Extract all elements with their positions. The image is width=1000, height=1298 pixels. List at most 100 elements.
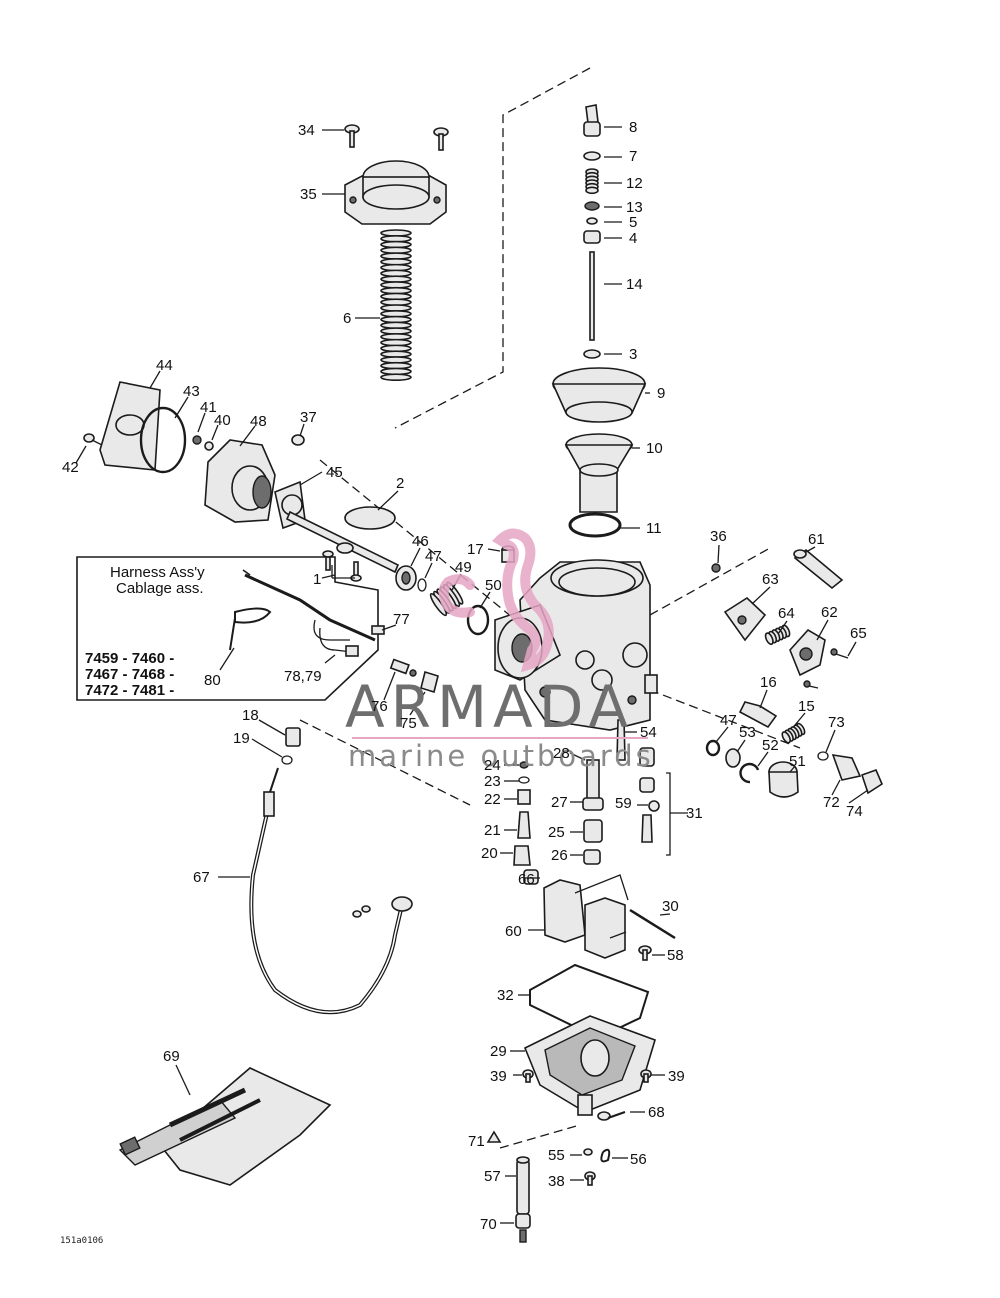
callout-43: 43 [183, 383, 200, 400]
callout-labels: 34 35 6 8 7 12 13 5 4 14 3 9 10 11 44 43… [62, 119, 867, 1233]
cap-51 [768, 761, 799, 798]
callout-22: 22 [484, 791, 501, 808]
callout-80: 80 [204, 672, 221, 689]
callout-36: 36 [710, 528, 727, 545]
o-ring-43 [139, 406, 187, 474]
callout-40: 40 [214, 412, 231, 429]
callout-34: 34 [298, 122, 315, 139]
callout-64: 64 [778, 605, 795, 622]
harness-model-line-1: 7459 - 7460 - [85, 650, 174, 667]
harness-box [76, 556, 385, 701]
harness-title-fr: Cablage ass. [116, 580, 204, 597]
screw-34 [344, 124, 360, 148]
washer-53 [725, 748, 741, 768]
callout-72: 72 [823, 794, 840, 811]
callout-65: 65 [850, 625, 867, 642]
callout-16: 16 [760, 674, 777, 691]
screw-42 [83, 433, 103, 446]
spring12-coil [585, 186, 599, 195]
callout-51: 51 [789, 753, 806, 770]
callout-54: 54 [640, 724, 657, 741]
pin-30 [629, 908, 676, 940]
watermark-tagline: marine outboards [348, 739, 654, 773]
clip-52 [739, 762, 760, 784]
watermark-seahorse-logo [438, 528, 554, 673]
float-valve-31 [639, 747, 671, 856]
callout-8: 8 [629, 119, 637, 136]
callout-49: 49 [455, 559, 472, 576]
callout-70: 70 [480, 1216, 497, 1233]
diaphragm-9 [551, 367, 647, 423]
callout-39b: 39 [668, 1068, 685, 1085]
assembly-line-fitting [649, 547, 771, 616]
spring6-coil [380, 373, 412, 382]
spring-15 [781, 722, 806, 744]
assembly-line-drain [499, 1124, 581, 1149]
callout-37: 37 [300, 409, 317, 426]
top-cover-35 [344, 160, 447, 225]
drain-parts [486, 1130, 611, 1243]
leader-lines [75, 126, 869, 1224]
o-ring-11 [568, 512, 622, 538]
callout-66: 66 [518, 871, 535, 888]
harness-model-line-3: 7472 - 7481 - [85, 682, 174, 699]
spring64-coil [764, 632, 774, 646]
connector-76 [389, 658, 417, 677]
callout-31: 31 [686, 805, 703, 822]
throttle-shaft [285, 510, 400, 574]
callout-15: 15 [798, 698, 815, 715]
callout-17: 17 [467, 541, 484, 558]
callout-1: 1 [313, 571, 321, 588]
callout-18: 18 [242, 707, 259, 724]
callout-10: 10 [646, 440, 663, 457]
callout-58: 58 [667, 947, 684, 964]
callout-3: 3 [629, 346, 637, 363]
boot-74 [860, 768, 884, 795]
screws-40-41 [192, 435, 214, 451]
callout-27: 27 [551, 794, 568, 811]
harness-box-text: Harness Ass'y Cablage ass. 7459 - 7460 -… [85, 564, 205, 699]
callout-13: 13 [626, 199, 643, 216]
butterfly-plate-2 [344, 506, 396, 530]
jet-stack-left [281, 727, 531, 866]
callout-74: 74 [846, 803, 863, 820]
callout-77: 77 [393, 611, 410, 628]
gasket-44 [99, 381, 161, 471]
callout-4: 4 [629, 230, 637, 247]
o-ring-47b [705, 739, 721, 757]
screw-37 [291, 434, 305, 446]
gasket-32 [529, 963, 650, 1040]
callout-23: 23 [484, 773, 501, 790]
float-60 [543, 874, 629, 959]
callout-55: 55 [548, 1147, 565, 1164]
plunger-16 [738, 701, 778, 729]
callout-35: 35 [300, 186, 317, 203]
callout-71: 71 [468, 1133, 485, 1150]
callout-7: 7 [629, 148, 637, 165]
armada-watermark: ARMADA marine outboards [345, 528, 654, 773]
callout-76: 76 [371, 698, 388, 715]
callout-30: 30 [662, 898, 679, 915]
callout-62: 62 [821, 604, 838, 621]
callout-20: 20 [481, 845, 498, 862]
harness-title-en: Harness Ass'y [110, 564, 205, 581]
clip-75 [420, 670, 439, 694]
o-ring-50 [466, 604, 490, 636]
drawing-code: 151a0106 [60, 1236, 103, 1246]
callout-48: 48 [250, 413, 267, 430]
callout-73: 73 [828, 714, 845, 731]
assembly-line-cover [649, 689, 801, 749]
spring15-coil [781, 731, 791, 744]
callout-12: 12 [626, 175, 643, 192]
throttle-slide-10 [564, 433, 634, 513]
assembly-line-cable [299, 719, 471, 806]
callout-41: 41 [200, 399, 217, 416]
callout-59: 59 [615, 795, 632, 812]
callout-32: 32 [497, 987, 514, 1004]
jet-stack-center [523, 719, 626, 885]
harness-model-line-2: 7467 - 7468 - [85, 666, 174, 683]
screw-34b [433, 127, 449, 151]
callout-38: 38 [548, 1173, 565, 1190]
callout-45: 45 [326, 464, 343, 481]
